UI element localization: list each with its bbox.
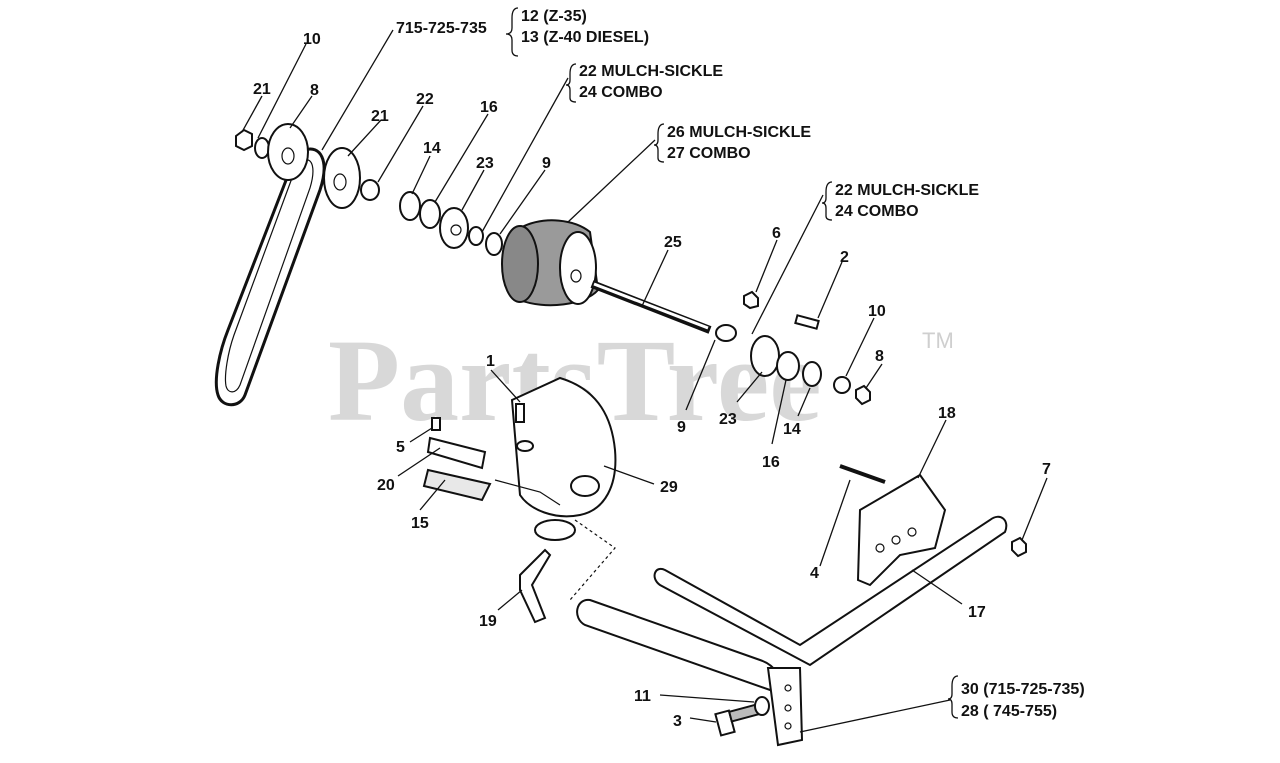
part-label: 10 xyxy=(303,31,321,48)
part-label: 15 xyxy=(411,515,429,532)
callout-12-z35: 12 (Z-35) xyxy=(521,8,587,25)
part-label: 20 xyxy=(377,477,395,494)
watermark-trademark: TM xyxy=(922,328,954,353)
pulley-assembly-left xyxy=(235,123,503,256)
part-label: 11 xyxy=(634,688,651,705)
lever-handle xyxy=(519,548,552,624)
part-label: 8 xyxy=(875,348,884,365)
mulch-drum xyxy=(501,219,600,307)
part-label: 8 xyxy=(310,82,319,99)
part-label: 23 xyxy=(719,411,737,428)
bracket-parts xyxy=(422,417,492,502)
callout-22-mulch-sickle-a: 22 MULCH-SICKLE xyxy=(579,63,723,80)
leader-lines xyxy=(241,7,1048,733)
chute-housing xyxy=(494,376,617,541)
part-label: 18 xyxy=(938,405,956,422)
part-label: 14 xyxy=(783,421,801,438)
callout-27-combo: 27 COMBO xyxy=(667,145,751,162)
part-label: 22 xyxy=(416,91,434,108)
part-label: 7 xyxy=(1042,461,1051,478)
part-label: 23 xyxy=(476,155,494,172)
part-label: 16 xyxy=(480,99,498,116)
callout-22-mulch-sickle-b: 22 MULCH-SICKLE xyxy=(835,182,979,199)
frame-assembly xyxy=(569,515,1008,747)
part-label: 17 xyxy=(968,604,986,621)
callout-model-715-725-735: 715-725-735 xyxy=(396,20,487,37)
part-label: 16 xyxy=(762,454,780,471)
part-label: 3 xyxy=(673,713,682,730)
part-label: 4 xyxy=(810,565,819,582)
callout-30-models: 30 (715-725-735) xyxy=(961,681,1085,698)
bearing-assembly-right xyxy=(715,290,871,406)
part-label: 6 xyxy=(772,225,781,242)
bottom-bolt xyxy=(714,696,770,737)
part-label: 1 xyxy=(486,353,495,370)
callout-26-mulch-sickle: 26 MULCH-SICKLE xyxy=(667,124,811,141)
side-bracket xyxy=(839,464,1027,587)
callout-13-z40-diesel: 13 (Z-40 DIESEL) xyxy=(521,29,649,46)
drive-shaft xyxy=(590,280,712,334)
part-label: 29 xyxy=(660,479,678,496)
part-label: 5 xyxy=(396,439,405,456)
part-label: 10 xyxy=(868,303,886,320)
callout-28-models: 28 ( 745-755) xyxy=(961,703,1057,720)
part-label: 25 xyxy=(664,234,682,251)
part-label: 19 xyxy=(479,613,497,630)
part-label: 9 xyxy=(542,155,551,172)
callout-24-combo-a: 24 COMBO xyxy=(579,84,663,101)
drive-belt xyxy=(214,147,326,407)
part-label: 21 xyxy=(371,108,389,125)
part-label: 14 xyxy=(423,140,441,157)
part-label: 21 xyxy=(253,81,271,98)
callout-24-combo-b: 24 COMBO xyxy=(835,203,919,220)
part-label: 2 xyxy=(840,249,849,266)
part-label: 9 xyxy=(677,419,686,436)
